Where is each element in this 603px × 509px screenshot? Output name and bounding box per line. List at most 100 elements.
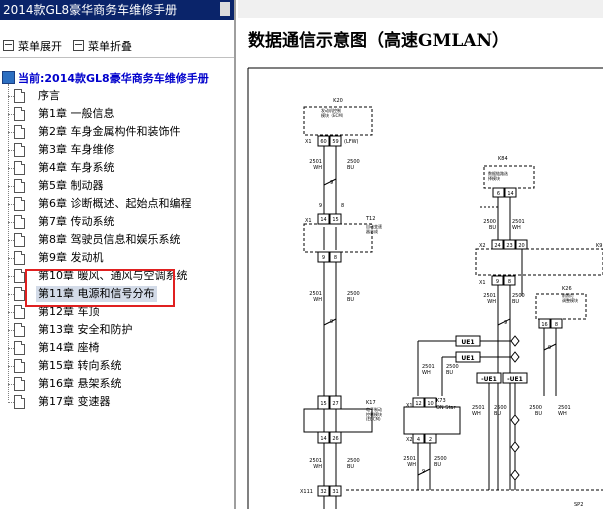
expand-icon <box>3 40 14 51</box>
k20-name: 发动机控制模块（ECM） <box>321 107 346 118</box>
left-wire-pair <box>323 146 337 509</box>
tree-item-label: 第9章 发动机 <box>38 251 104 264</box>
k9-bcm-module: X2 24 23 20 K9 X1 9 8 <box>475 239 603 490</box>
tree-branch-line <box>8 294 14 295</box>
collapse-menu-button[interactable]: 菜单折叠 <box>73 38 132 54</box>
wire-label-wh-b: WH <box>313 297 322 303</box>
document-icon <box>14 287 25 301</box>
tree-item-label: 第4章 车身系统 <box>38 161 115 174</box>
twist-mark-c <box>497 318 511 326</box>
twist-9-b: 9 <box>330 319 333 325</box>
tree-item-label: 第1章 一般信息 <box>38 107 115 120</box>
k9-pin23: 23 <box>506 243 512 249</box>
collapse-menu-label: 菜单折叠 <box>88 40 132 53</box>
k73-id: K73 <box>436 398 446 404</box>
document-icon <box>14 125 25 139</box>
k17-pin15: 15 <box>320 401 326 407</box>
document-icon <box>14 233 25 247</box>
collapse-icon <box>73 40 84 51</box>
k20-pin59: 59 <box>332 139 338 145</box>
wire-label-bu-b: BU <box>347 297 354 303</box>
expand-menu-button[interactable]: 菜单展开 <box>3 38 62 54</box>
document-icon <box>14 377 25 391</box>
tree-branch-line <box>8 204 14 205</box>
t12-pin9: 9 <box>322 255 325 261</box>
k73-pin2: 2 <box>429 437 432 443</box>
k9-wire-wh: WH <box>487 299 496 305</box>
tree-item-label: 序言 <box>38 89 60 102</box>
ue-wire-2500-b: 2500 <box>494 405 507 411</box>
k26-wire-wh: WH <box>558 411 567 417</box>
ue-wire-wh-b: WH <box>472 411 481 417</box>
k73-pin10: 10 <box>427 401 433 407</box>
wire-9-a: 9 <box>319 203 322 209</box>
t12-pin15: 15 <box>332 217 338 223</box>
tree-item-label: 第14章 座椅 <box>38 341 100 354</box>
tree-branch-line <box>8 132 14 133</box>
tree-item-label: 第17章 变速器 <box>38 395 111 408</box>
k20-ecm-module: K20 发动机控制模块（ECM） 60 59 X1 (LFW) <box>303 98 373 147</box>
page-title: 数据通信示意图（高速GMLAN） <box>248 31 510 51</box>
k73-onstar-module: X1 12 10 K73 ON Star X2 4 2 <box>403 397 461 490</box>
k73-pin12: 12 <box>415 401 421 407</box>
x111-id: X111 <box>300 489 313 495</box>
neg-ue1-label-b: -UE1 <box>507 376 523 383</box>
k26-pin16: 16 <box>541 322 547 328</box>
tree-item-label: 第16章 悬架系统 <box>38 377 122 390</box>
k73-x1: X1 <box>406 403 413 409</box>
tree-item-label: 第11章 电源和信号分布 <box>36 286 157 302</box>
k17-name: 电子制动控制模块(EBCM) <box>366 406 382 422</box>
t12-pin14: 14 <box>320 217 326 223</box>
k17-pin14: 14 <box>320 436 326 442</box>
document-icon <box>14 251 25 265</box>
expand-menu-label: 菜单展开 <box>18 40 62 53</box>
k26-pin8: 8 <box>555 322 558 328</box>
document-icon <box>14 323 25 337</box>
document-icon <box>14 269 25 283</box>
toolbar-divider <box>0 57 234 58</box>
wire-label-wh-c: WH <box>313 464 322 470</box>
k73-pin4: 4 <box>417 437 420 443</box>
tree-branch-line <box>8 222 14 223</box>
navigation-pane: 2014款GL8豪华商务车维修手册 菜单展开 菜单折叠 当前:2014款GL8豪… <box>0 0 236 509</box>
k9-x2: X2 <box>479 243 486 249</box>
ue-wire-bu-b: BU <box>494 411 501 417</box>
k9-wire-bu: BU <box>512 299 519 305</box>
ue1-label-a: UE1 <box>461 339 474 346</box>
t12-x1: X1 <box>305 218 312 224</box>
k26-wire-2501: 2501 <box>558 405 571 411</box>
ue-wire-2501: 2501 <box>422 364 435 370</box>
twist-mark-b <box>323 318 337 326</box>
content-top-bar <box>238 0 603 18</box>
k73-wire-2501: 2501 <box>403 456 416 462</box>
k84-wire-bu: BU <box>489 225 496 231</box>
ue-wire-2500: 2500 <box>446 364 459 370</box>
k26-wire-2500: 2500 <box>529 405 542 411</box>
document-icon <box>14 161 25 175</box>
x111-pin32: 32 <box>320 489 326 495</box>
tree-root[interactable]: 当前:2014款GL8豪华商务车维修手册 <box>2 70 209 86</box>
k26-twist-9: 9 <box>548 345 551 351</box>
k17-pin27: 27 <box>332 401 338 407</box>
document-icon <box>14 143 25 157</box>
wire-label-wh-a: WH <box>313 165 322 171</box>
tree-item-label: 第12章 车顶 <box>38 305 100 318</box>
tree-toolbar: 菜单展开 菜单折叠 <box>0 36 234 54</box>
k17-pin26: 26 <box>332 436 338 442</box>
k9-x1: X1 <box>479 280 486 286</box>
wiring-diagram: K20 发动机控制模块（ECM） 60 59 X1 (LFW) 2501 WH … <box>247 67 603 509</box>
wire-8-a: 8 <box>341 203 344 209</box>
wire-label-2501-c: 2501 <box>309 458 322 464</box>
tree-branch-line <box>8 258 14 259</box>
twist-9-a: 9 <box>330 180 333 186</box>
k17-ebcm-module: 15 27 K17 电子制动控制模块(EBCM) 14 26 <box>303 395 382 444</box>
document-icon <box>14 89 25 103</box>
wire-label-bu-c: BU <box>347 464 354 470</box>
pin-icon[interactable] <box>220 2 230 16</box>
twist-mark-a <box>323 178 337 186</box>
k84-wire-2501: 2501 <box>512 219 525 225</box>
t12-pin8: 8 <box>334 255 337 261</box>
k9-id: K9 <box>596 243 602 249</box>
tree-item-label: 第15章 转向系统 <box>38 359 122 372</box>
sp2-label: SP2 <box>574 502 583 508</box>
